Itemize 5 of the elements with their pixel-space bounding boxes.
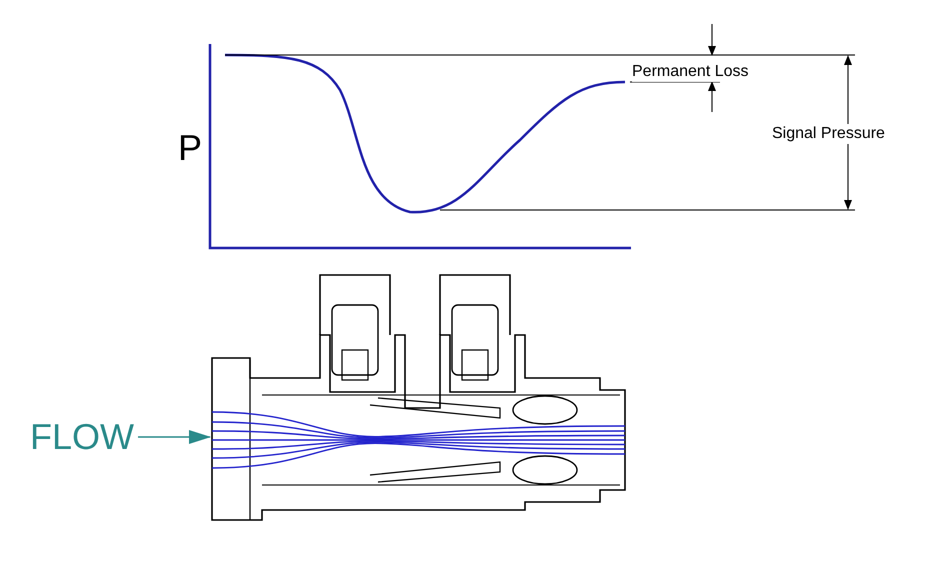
dimension-label: Signal Pressure <box>772 124 885 144</box>
flow-label: FLOW <box>30 419 134 455</box>
arrow <box>138 430 211 444</box>
dimension-label: Permanent Loss <box>632 62 749 82</box>
flow-meter-drawing <box>211 274 626 521</box>
